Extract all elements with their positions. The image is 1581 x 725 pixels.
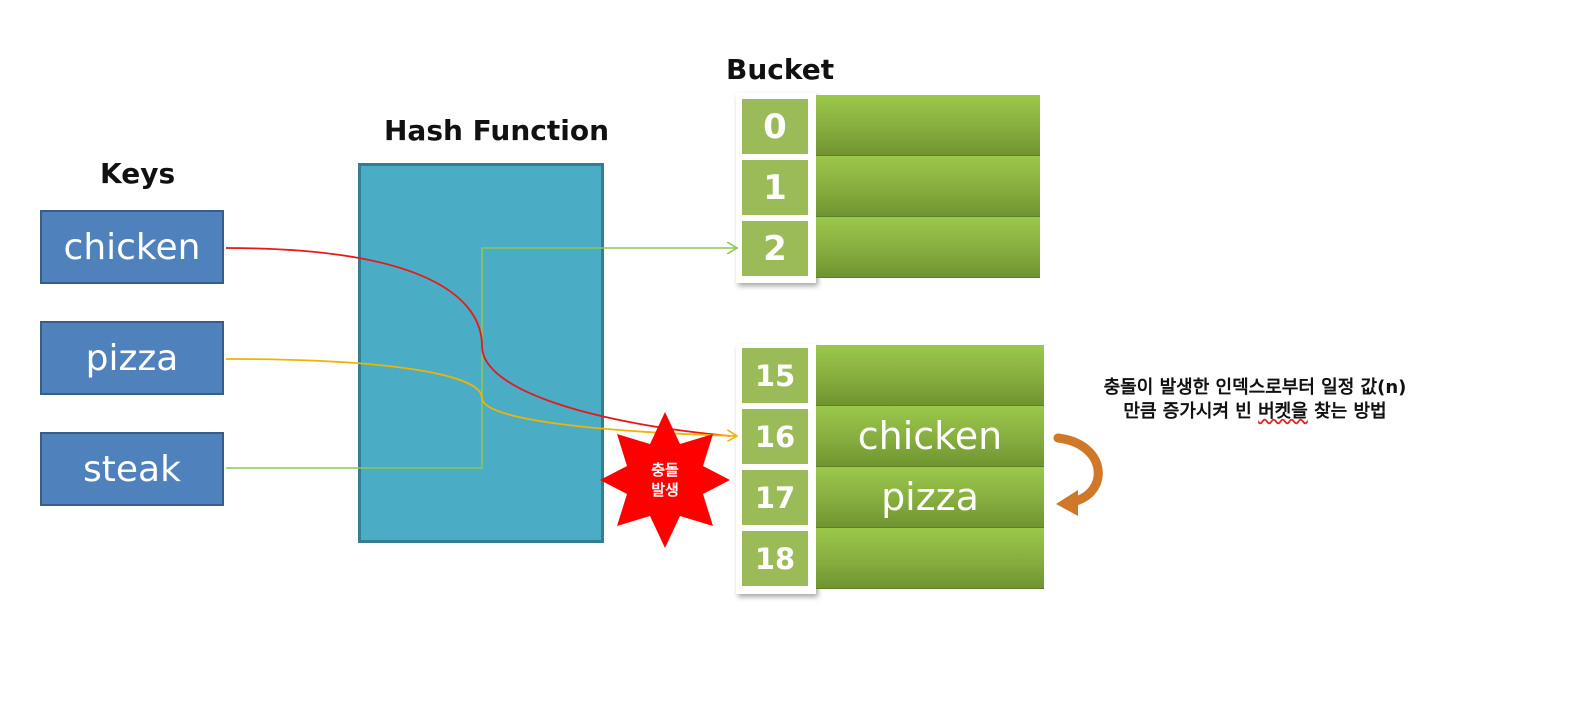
collision-label-line1: 충돌 <box>651 461 679 479</box>
hash-function-title: Hash Function <box>384 114 610 147</box>
key-pizza: pizza <box>40 321 224 395</box>
bucket-index: 2 <box>742 221 808 276</box>
bucket-slot-chicken: chicken <box>816 406 1044 467</box>
bucket-slot-pizza: pizza <box>816 467 1044 528</box>
probe-arrow-head <box>1056 490 1078 516</box>
collision-label-line2: 발생 <box>651 481 679 499</box>
bucket-index-column-top: 0 1 2 <box>736 93 816 283</box>
bucket-index-column-bottom: 15 16 17 18 <box>736 344 816 594</box>
bucket-index: 15 <box>742 348 808 403</box>
collision-burst-icon <box>600 412 730 548</box>
bucket-index: 18 <box>742 531 808 586</box>
bucket-index: 1 <box>742 160 808 215</box>
note-line2: 만큼 증가시켜 빈 버켓을 찾는 방법 <box>1070 400 1440 424</box>
bucket-index: 16 <box>742 409 808 464</box>
probe-arrow-icon <box>1053 433 1103 507</box>
bucket-slot <box>816 156 1040 217</box>
hash-function-box <box>358 163 604 543</box>
note-line2-part3: 찾는 방법 <box>1307 401 1387 422</box>
bucket-slot <box>816 95 1040 156</box>
steak-line <box>226 248 737 469</box>
pizza-line <box>225 358 737 436</box>
bucket-index: 0 <box>742 99 808 154</box>
collision-label: 충돌 발생 <box>630 460 700 500</box>
bucket-index: 17 <box>742 470 808 525</box>
bucket-slot <box>816 217 1040 278</box>
note-line1: 충돌이 발생한 인덱스로부터 일정 값(n) <box>1103 377 1407 398</box>
key-chicken: chicken <box>40 210 224 284</box>
key-steak: steak <box>40 432 224 506</box>
chicken-line <box>225 247 731 437</box>
probing-note: 충돌이 발생한 인덱스로부터 일정 값(n) 만큼 증가시켜 빈 버켓을 찾는 … <box>1070 376 1440 424</box>
bucket-title: Bucket <box>726 53 835 86</box>
keys-title: Keys <box>100 157 176 190</box>
note-line2-part1: 만큼 증가시켜 빈 <box>1123 401 1259 422</box>
bucket-slot <box>816 528 1044 589</box>
bucket-slot <box>816 345 1044 406</box>
note-line2-part2: 버켓을 <box>1258 401 1308 422</box>
